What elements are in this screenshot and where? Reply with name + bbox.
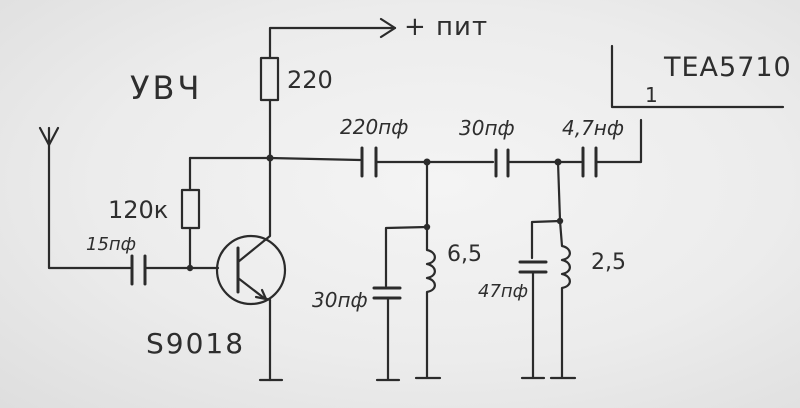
r-bias-label: 120к — [108, 196, 169, 224]
supply-label: + пит — [404, 12, 489, 42]
resistor-r-bias — [180, 156, 201, 272]
r-collector-label: 220 — [287, 66, 333, 94]
antenna-symbol — [38, 126, 132, 270]
chip-pin-label: 1 — [645, 83, 658, 107]
schematic-title: УВЧ — [130, 69, 203, 107]
c-tank2-label: 47пф — [478, 281, 529, 302]
l-tank1-label: 6,5 — [447, 242, 482, 267]
signal-bus — [188, 118, 643, 178]
chip-name-label: TEA5710 — [664, 52, 792, 83]
chip-tea5710-pin — [610, 44, 785, 109]
tank-circuit-2 — [518, 160, 577, 380]
c-coupling2-label: 30пф — [459, 116, 515, 140]
l-tank2-label: 2,5 — [591, 250, 626, 275]
c-coupling3-label: 4,7нф — [562, 116, 624, 140]
capacitor-c-input — [130, 254, 220, 286]
c-input-label: 15пф — [86, 234, 137, 255]
resistor-r-collector — [259, 17, 397, 167]
tank-circuit-1 — [372, 160, 442, 382]
transistor-s9018 — [215, 163, 287, 382]
transistor-label: S9018 — [146, 327, 246, 360]
c-coupling1-label: 220пф — [340, 115, 409, 139]
c-tank1-label: 30пф — [312, 288, 368, 312]
